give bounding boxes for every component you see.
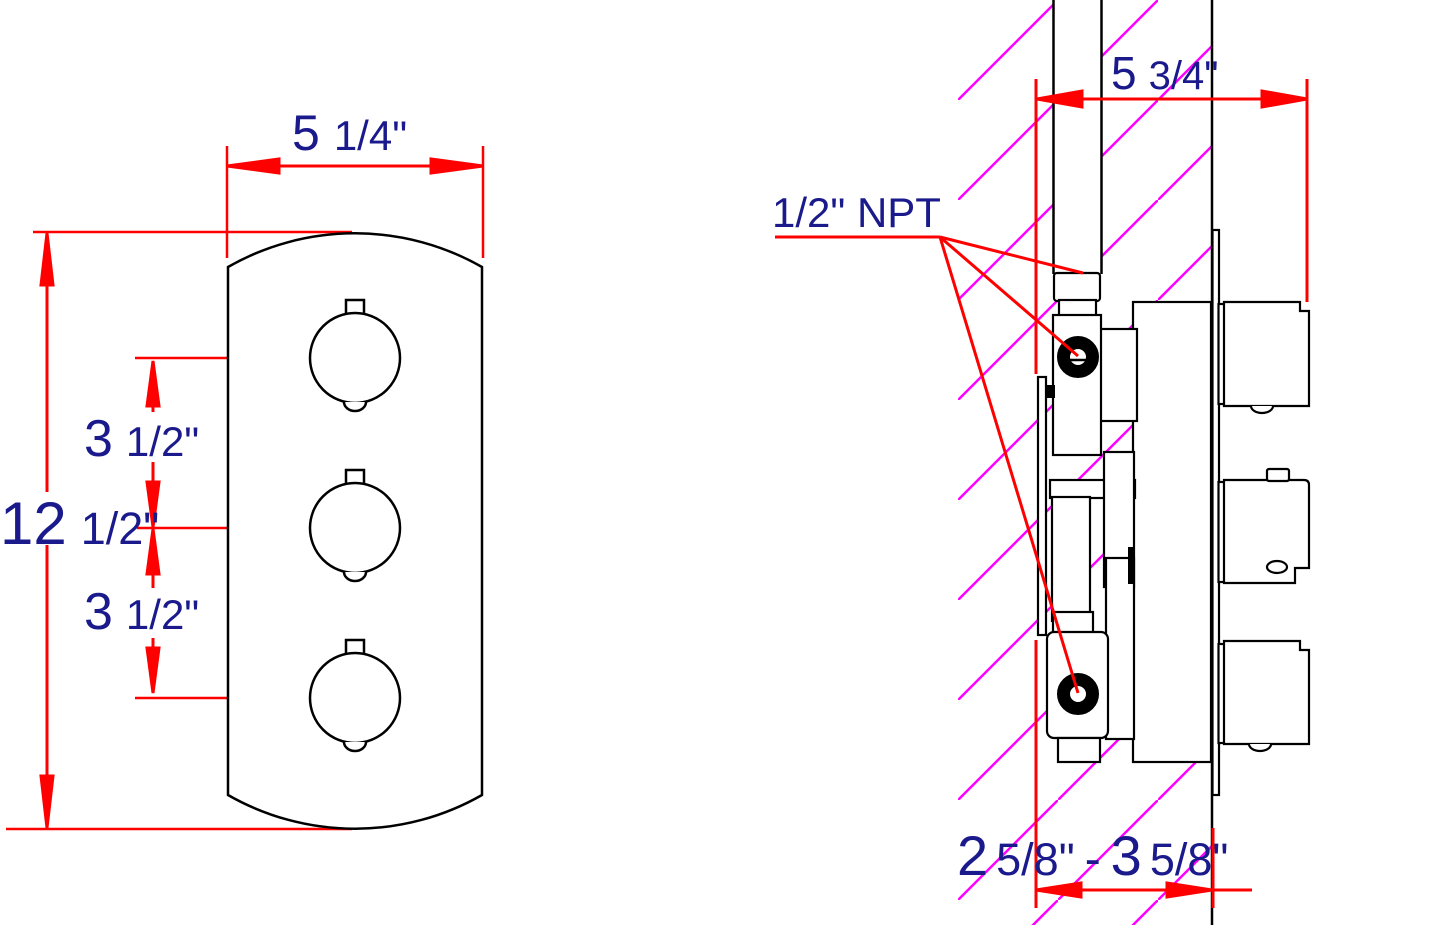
- handle-middle-tab: [1265, 467, 1291, 483]
- side-extension-lines: [1034, 79, 1309, 908]
- front-width-fraction: 1/4": [333, 112, 408, 159]
- front-handles: [308, 298, 402, 753]
- handle-top-side: [1222, 300, 1311, 408]
- handle-bottom: [308, 651, 402, 745]
- spacing-top-whole: 3: [84, 410, 113, 468]
- depth-label: 5 3/4": [1111, 50, 1218, 96]
- depth-fraction: 3/4": [1148, 54, 1219, 98]
- handle-top-bump: [1249, 405, 1275, 415]
- front-dimensions: [39, 157, 484, 829]
- handle-bottom-notch: [342, 741, 368, 753]
- main-body: [1131, 300, 1213, 764]
- handle-middle: [308, 481, 402, 575]
- handle-middle-dot: [1265, 559, 1289, 575]
- handle-bottom-bump: [1247, 743, 1273, 753]
- bracket-screw: [1046, 385, 1055, 398]
- npt-label: 1/2" NPT: [772, 192, 941, 234]
- upper-connector: [1095, 327, 1139, 423]
- side-dimensions: [775, 89, 1308, 908]
- spacing-bottom-fraction: 1/2": [125, 591, 200, 638]
- lower-port-ring: [1057, 673, 1099, 715]
- spacing-top-label: 3 1/2": [84, 413, 199, 465]
- range-max-fraction: 5/8": [1149, 834, 1229, 885]
- handle-top-notch: [342, 401, 368, 413]
- cartridge: [1050, 495, 1092, 623]
- pipe-nut: [1052, 271, 1102, 303]
- front-height-whole: 12: [0, 490, 67, 557]
- depth-whole: 5: [1111, 47, 1137, 99]
- front-height-label: 12 1/2": [0, 494, 159, 554]
- mounting-bracket: [1036, 375, 1048, 637]
- lower-neck: [1056, 736, 1102, 764]
- side-handles: [1217, 300, 1311, 753]
- spacing-bottom-label: 3 1/2": [84, 586, 199, 638]
- handle-middle-side: [1222, 478, 1311, 585]
- supply-pipe: [1052, 0, 1103, 274]
- range-min-whole: 2: [957, 824, 989, 887]
- valve-body: [1036, 228, 1221, 797]
- body-tab: [1128, 547, 1135, 584]
- handle-top: [308, 311, 402, 405]
- spacing-top-fraction: 1/2": [125, 418, 200, 465]
- front-view: [6, 146, 485, 831]
- depth-range-label: 2 5/8" - 3 5/8": [957, 828, 1228, 884]
- npt-label-text: 1/2" NPT: [772, 189, 941, 236]
- front-width-label: 5 1/4": [292, 108, 407, 158]
- handle-bottom-side: [1222, 639, 1311, 746]
- range-min-fraction: 5/8": [996, 834, 1075, 885]
- front-width-whole: 5: [292, 105, 320, 161]
- range-separator: -: [1084, 833, 1101, 886]
- spacing-bottom-whole: 3: [84, 583, 113, 641]
- upper-housing: [1051, 313, 1103, 457]
- front-height-fraction: 1/2": [80, 503, 160, 554]
- range-max-whole: 3: [1110, 824, 1142, 887]
- handle-middle-notch: [342, 571, 368, 583]
- lower-connector: [1104, 556, 1136, 741]
- side-view: [775, 0, 1311, 925]
